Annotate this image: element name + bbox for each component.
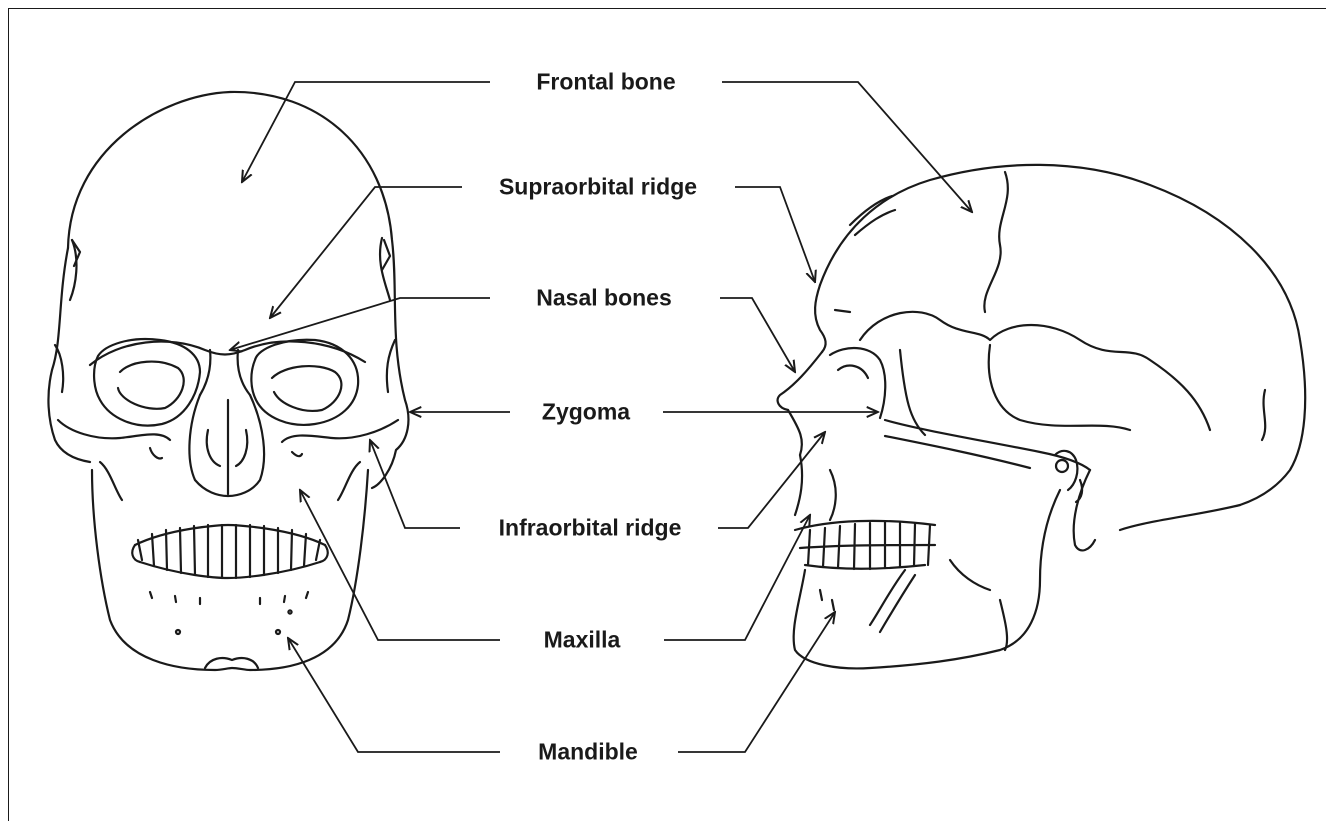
leader-infraorbital-left (370, 440, 460, 528)
label-mandible: Mandible (538, 739, 638, 766)
leader-maxilla-right (664, 515, 810, 640)
label-infraorbital-ridge: Infraorbital ridge (499, 515, 682, 542)
label-zygoma: Zygoma (542, 399, 630, 426)
side-skull-drawing (778, 165, 1306, 669)
leader-maxilla-left (300, 490, 500, 640)
leader-nasal-right (720, 298, 795, 372)
leader-supraorbital-right (735, 187, 815, 282)
front-skull-drawing (48, 92, 408, 670)
label-nasal-bones: Nasal bones (536, 285, 672, 312)
leader-frontal-right (722, 82, 972, 212)
leader-mandible-right (678, 612, 835, 752)
label-maxilla: Maxilla (544, 627, 621, 654)
label-frontal-bone: Frontal bone (536, 69, 675, 96)
label-supraorbital-ridge: Supraorbital ridge (499, 174, 697, 201)
leader-infraorbital-right (718, 432, 825, 528)
